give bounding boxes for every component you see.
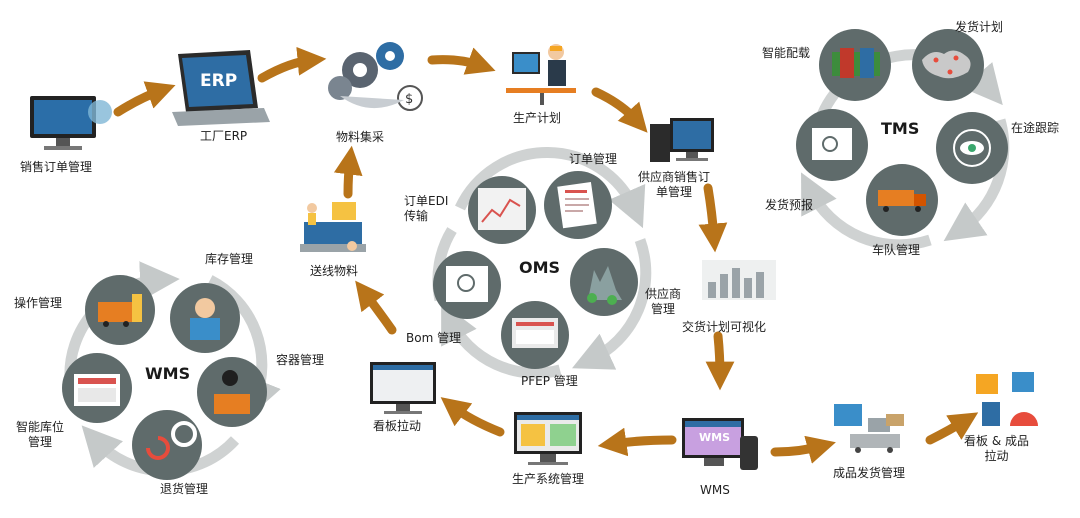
- wms-hub-label: WMS: [145, 364, 191, 383]
- wms-smart-location-circle[interactable]: [62, 353, 132, 423]
- material-purchase-label[interactable]: 物料集采: [336, 130, 385, 144]
- tms-fleet-label[interactable]: 车队管理: [872, 243, 921, 257]
- wms-inventory-label[interactable]: 库存管理: [205, 252, 254, 266]
- wms-scanner-icon: WMS: [682, 418, 758, 470]
- kanban-pull-finished-line2: 拉动: [984, 449, 1009, 463]
- tms-in-transit-circle[interactable]: [936, 112, 1008, 184]
- tms-hub-label: TMS: [881, 119, 920, 138]
- wms-inventory-circle[interactable]: [170, 283, 240, 353]
- oms-supplier-line2: 管理: [651, 302, 676, 316]
- svg-text:$: $: [405, 92, 413, 107]
- oms-pfep-label[interactable]: PFEP 管理: [521, 374, 578, 388]
- tms-fleet-circle[interactable]: [866, 164, 938, 236]
- gears-icon: $: [328, 42, 423, 111]
- tms-ship-notice-circle[interactable]: [796, 109, 868, 181]
- oms-edi-line1: 订单EDI: [404, 194, 449, 208]
- oms-bom-circle[interactable]: [433, 251, 501, 319]
- tms-ship-plan-label[interactable]: 发货计划: [955, 20, 1004, 34]
- oms-edi-label[interactable]: 订单EDI 传输: [404, 194, 448, 224]
- oms-supplier-circle[interactable]: [570, 248, 638, 316]
- oms-supplier-line1: 供应商: [645, 287, 682, 301]
- production-system-icon: [514, 412, 582, 465]
- tms-ship-plan-circle[interactable]: [912, 29, 984, 101]
- delivery-visual-label[interactable]: 交货计划可视化: [682, 320, 767, 334]
- oms-orders-circle[interactable]: [544, 171, 612, 239]
- delivery-chart-icon: [702, 260, 776, 300]
- oms-hub-label: OMS: [519, 258, 561, 277]
- tms-smart-load-circle[interactable]: [819, 29, 891, 101]
- wms-container-circle[interactable]: [197, 357, 267, 427]
- tms-in-transit-label[interactable]: 在途跟踪: [1011, 121, 1060, 135]
- wms-smart-location-line2: 管理: [28, 435, 53, 449]
- supplier-sales-order-line2: 单管理: [656, 185, 693, 199]
- wms-returns-circle[interactable]: [132, 410, 202, 480]
- wms-screen-text: WMS: [699, 431, 730, 444]
- line-feeding-label[interactable]: 送线物料: [310, 264, 359, 278]
- oms-edi-circle[interactable]: [468, 176, 536, 244]
- wms-container-label[interactable]: 容器管理: [276, 353, 325, 367]
- kanban-pull-finished-label[interactable]: 看板 & 成品 拉动: [964, 434, 1029, 464]
- wms-smart-location-line1: 智能库位: [16, 420, 65, 434]
- wms-operation-circle[interactable]: [85, 275, 155, 345]
- conveyor-workers-icon: [300, 202, 366, 252]
- oms-orders-label[interactable]: 订单管理: [569, 152, 618, 166]
- supplier-sales-order-label[interactable]: 供应商销售订 单管理: [638, 170, 710, 200]
- worker-desk-icon: [506, 44, 576, 105]
- wms-operation-label[interactable]: 操作管理: [14, 296, 63, 310]
- desktop-monitor-icon: [30, 96, 112, 150]
- kanban-monitor-icon: [370, 362, 436, 414]
- production-system-label[interactable]: 生产系统管理: [512, 472, 585, 486]
- wms-node-label[interactable]: WMS: [700, 483, 730, 497]
- supplier-monitor-icon: [650, 118, 714, 162]
- oms-pfep-circle[interactable]: [501, 301, 569, 369]
- wms-returns-label[interactable]: 退货管理: [160, 482, 209, 496]
- wms-smart-location-label[interactable]: 智能库位 管理: [16, 420, 64, 450]
- production-plan-label[interactable]: 生产计划: [513, 111, 562, 125]
- kanban-charts-icon: [976, 372, 1038, 426]
- flow-arrows: [113, 46, 979, 464]
- supplier-sales-order-line1: 供应商销售订: [638, 170, 711, 184]
- sales-order-label[interactable]: 销售订单管理: [20, 160, 93, 174]
- kanban-pull-finished-line1: 看板 & 成品: [964, 434, 1029, 448]
- kanban-pull-label[interactable]: 看板拉动: [373, 419, 422, 433]
- oms-bom-label[interactable]: Bom 管理: [406, 331, 462, 345]
- oms-supplier-label[interactable]: 供应商 管理: [645, 287, 681, 317]
- erp-screen-text: ERP: [200, 71, 237, 91]
- oms-edi-line2: 传输: [404, 209, 429, 223]
- factory-erp-label[interactable]: 工厂ERP: [200, 129, 248, 143]
- tms-smart-load-label[interactable]: 智能配载: [762, 46, 811, 60]
- finished-dispatch-label[interactable]: 成品发货管理: [833, 466, 906, 480]
- laptop-erp-icon: ERP: [172, 50, 270, 126]
- tms-ship-notice-label[interactable]: 发货预报: [765, 198, 814, 212]
- finished-dispatch-icon: [834, 404, 904, 453]
